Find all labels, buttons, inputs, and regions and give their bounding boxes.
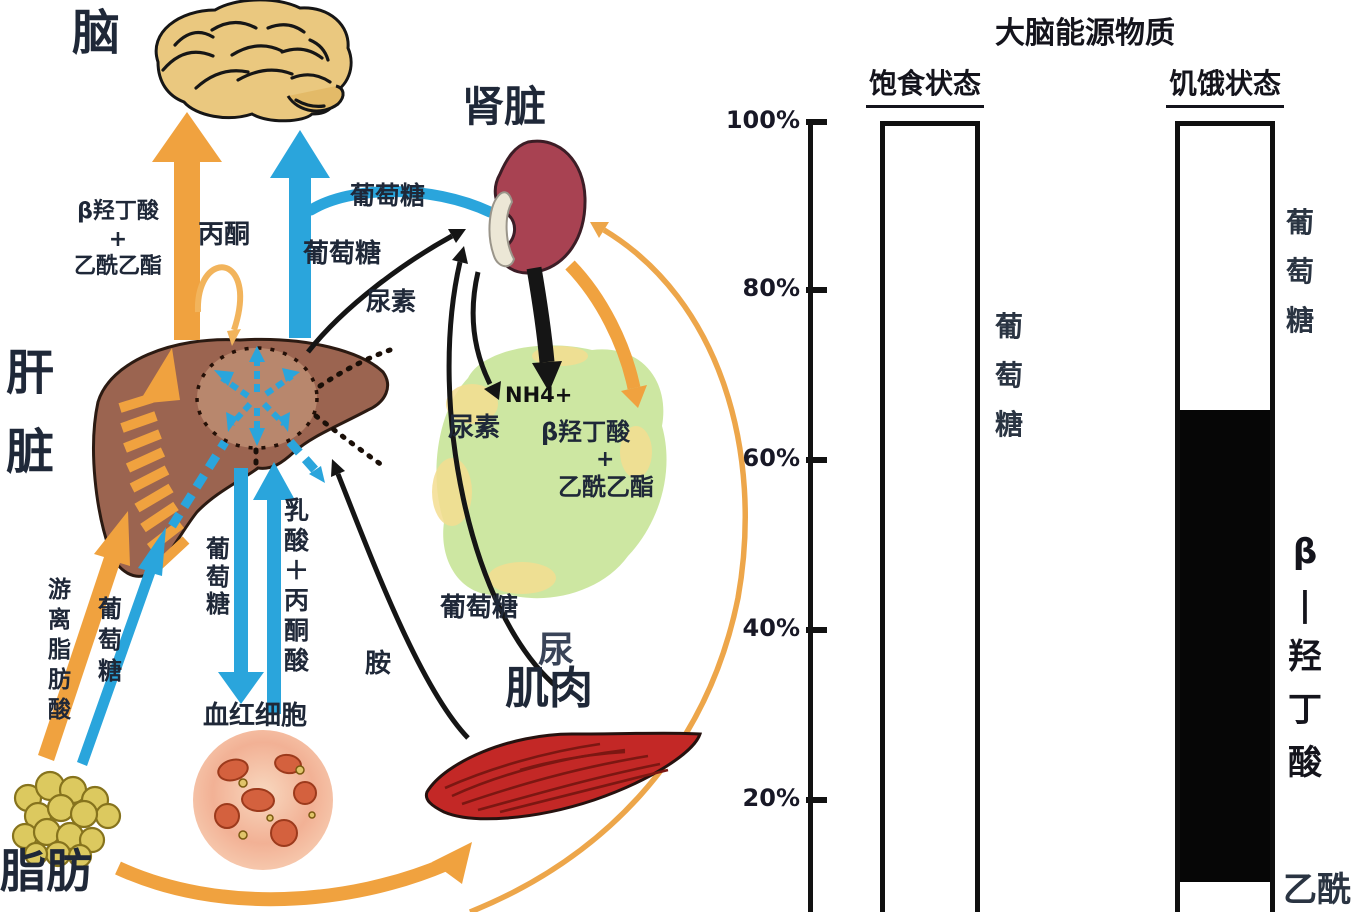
black-arrow-kidney-to-urea — [470, 271, 501, 400]
blue-glucose-arc-to-kidney — [305, 186, 496, 218]
orange-arc-fat-to-muscle — [115, 842, 472, 907]
orange-arrow-kidney-to-urine — [565, 260, 647, 408]
glucose-to-kidney-label: 葡萄糖 — [350, 181, 426, 210]
liver-blue-radiating-arrows — [220, 360, 294, 430]
y-tick-40 — [806, 627, 827, 633]
blue-arrow-liver-to-brain — [270, 130, 330, 338]
y-tick-label-60: 60% — [742, 444, 800, 472]
brain-label: 脑 — [72, 5, 121, 61]
chart-title: 大脑能源物质 — [995, 16, 1175, 51]
ammonium-label: NH4+ — [505, 383, 573, 407]
y-tick-label-20: 20% — [742, 784, 800, 812]
ketones-in-urine-label-2: 乙酰乙酯 — [558, 473, 654, 501]
free-fatty-acid-label: 游 离 脂 肪 酸 — [48, 577, 71, 723]
ketones-in-urine-plus: + — [596, 447, 615, 472]
liver-label: 肝 脏 — [6, 345, 55, 481]
fed-state-header: 饱食状态 — [866, 62, 985, 108]
kidney-illustration — [488, 139, 587, 275]
muscle-illustration — [424, 731, 703, 821]
starved-state-bar — [1175, 121, 1275, 912]
acetone-label: 丙酮 — [198, 220, 251, 250]
pathway-diagram-svg — [11, 0, 748, 912]
glucose-fat-to-liver-label: 葡 萄 糖 — [98, 595, 122, 686]
fat-cells-illustration — [11, 770, 122, 869]
blue-arrow-fat-to-liver — [77, 527, 166, 766]
red-blood-cells-illustration — [193, 730, 333, 870]
starved-glucose-label: 葡 萄 糖 — [1286, 206, 1315, 337]
y-axis-line — [808, 120, 813, 912]
brain-illustration — [154, 0, 353, 123]
orange-acetone-arc — [194, 264, 244, 346]
muscle-label: 肌肉 — [505, 663, 593, 714]
blue-arrow-liver-to-rbc — [218, 468, 264, 704]
liver-black-dotted-lines — [253, 347, 393, 475]
y-tick-60 — [806, 457, 827, 463]
liver-blue-dashed-inflow — [168, 439, 229, 529]
urea-to-kidney-label: 尿素 — [366, 287, 417, 316]
liver-blue-dashed-outflow — [286, 439, 319, 473]
black-glucose-arrow-muscle-to-kidney — [446, 246, 560, 690]
glucose-to-rbc-label: 葡 萄 糖 — [206, 535, 230, 619]
y-tick-label-80: 80% — [742, 274, 800, 302]
y-tick-label-100: 100% — [725, 106, 800, 134]
starved-state-header: 饥饿状态 — [1166, 62, 1285, 108]
starved-bhb-segment — [1180, 410, 1270, 882]
liver-orange-arrowhead — [138, 348, 180, 404]
urea-in-urine-label: 尿素 — [448, 413, 501, 443]
black-arrow-kidney-to-urine — [526, 266, 562, 392]
glucose-muscle-to-kidney-label: 葡萄糖 — [440, 593, 519, 623]
black-urea-arrow-liver-to-kidney — [306, 229, 466, 354]
kidney-label: 肾脏 — [462, 82, 547, 131]
glucose-to-brain-label: 葡萄糖 — [303, 239, 382, 269]
fed-state-bar — [880, 121, 980, 912]
y-tick-80 — [806, 287, 827, 293]
liver-illustration — [92, 337, 393, 578]
y-tick-label-40: 40% — [742, 614, 800, 642]
blue-arrow-rbc-to-liver — [253, 462, 295, 714]
lactate-pyruvate-label: 乳 酸 ＋ 丙 酮 酸 — [284, 496, 310, 675]
fed-glucose-label: 葡 萄 糖 — [995, 310, 1024, 441]
y-tick-20 — [806, 797, 827, 803]
starved-acetoacetate-label: 乙酰 — [1283, 870, 1351, 910]
orange-arrow-fat-to-liver — [38, 511, 130, 761]
fat-label: 脂肪 — [0, 844, 92, 898]
starved-bhb-label: β | 羟 丁 酸 — [1288, 532, 1322, 783]
orange-arc-fat-to-kidney — [468, 222, 748, 912]
urine-label: 尿 — [538, 630, 575, 671]
black-amine-arrow-muscle-to-liver — [331, 459, 470, 740]
urine-blob — [432, 345, 667, 599]
orange-arrow-liver-to-brain — [152, 112, 222, 340]
ketones-to-brain-label: β羟丁酸 + 乙酰乙酯 — [73, 199, 162, 279]
amine-label: 胺 — [365, 649, 392, 679]
rbc-label: 血红细胞 — [203, 701, 308, 731]
ketones-in-urine-label-1: β羟丁酸 — [541, 418, 631, 446]
y-tick-100 — [806, 119, 827, 125]
